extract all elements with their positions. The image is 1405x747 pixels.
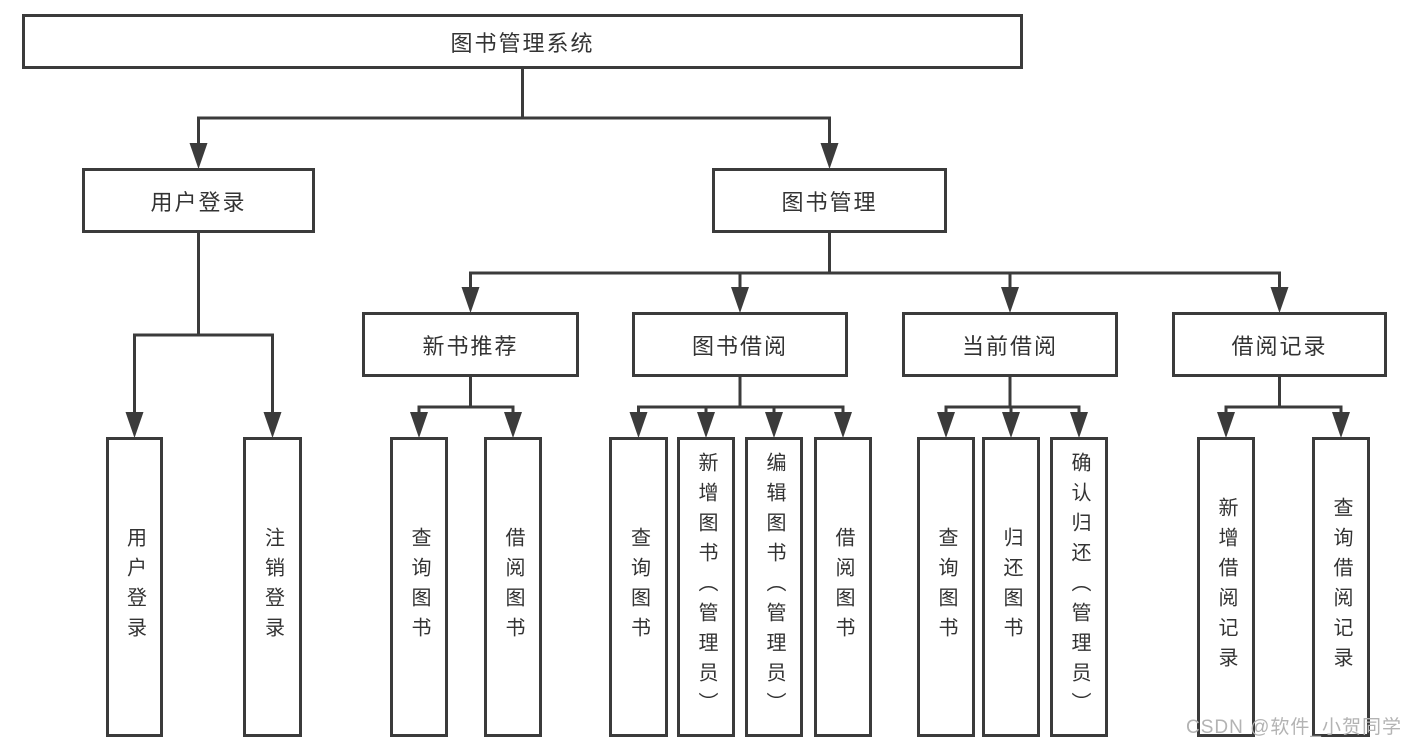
arrowhead-cb-query: [937, 412, 955, 438]
arrowhead-nbr-borrow: [504, 412, 522, 438]
arrowhead-cb-confirm: [1070, 412, 1088, 438]
arrowhead-ul-user-login: [125, 412, 144, 438]
arrowhead-borrow-records: [1270, 287, 1289, 313]
arrowhead-bb-query: [629, 412, 648, 438]
arrowhead-ul-logout: [263, 412, 282, 438]
arrowhead-br-add: [1217, 412, 1235, 438]
arrowhead-bb-borrow: [834, 412, 852, 438]
arrowhead-new-book-rec: [461, 287, 480, 313]
arrowhead-nbr-query: [410, 412, 428, 438]
arrowhead-current-borrow: [1001, 287, 1019, 313]
arrowhead-cb-return: [1002, 412, 1020, 438]
arrowhead-user-login: [189, 143, 208, 169]
arrowhead-book-borrow: [731, 287, 749, 313]
arrowhead-bb-edit: [765, 412, 783, 438]
arrowhead-book-mgmt: [820, 143, 839, 169]
arrowhead-bb-add: [697, 412, 715, 438]
arrowhead-br-query: [1332, 412, 1350, 438]
csdn-watermark: CSDN @软件_小贺同学: [1186, 717, 1402, 738]
